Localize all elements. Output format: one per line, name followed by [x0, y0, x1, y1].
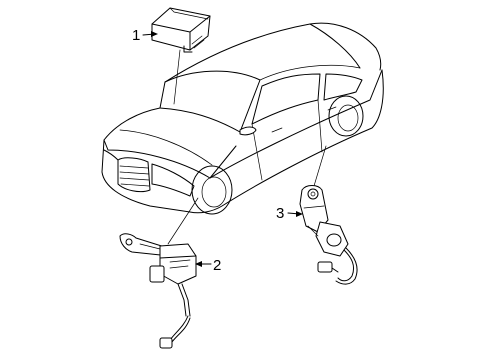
callout-3-label: 3 — [276, 205, 284, 222]
callout-2-label: 2 — [213, 257, 221, 274]
front-level-sensor-icon — [119, 233, 197, 349]
callout-1-leader — [173, 49, 181, 105]
callout-2: 2 — [195, 257, 221, 274]
control-module-icon — [151, 7, 211, 53]
callout-3: 3 — [276, 205, 303, 222]
callout-1: 1 — [132, 27, 158, 44]
callout-2-leader-line — [167, 197, 199, 245]
rear-level-sensor-icon — [299, 185, 358, 285]
callout-1-label: 1 — [132, 27, 140, 44]
callout-3-leader-line — [313, 145, 327, 187]
car-illustration — [101, 22, 384, 215]
